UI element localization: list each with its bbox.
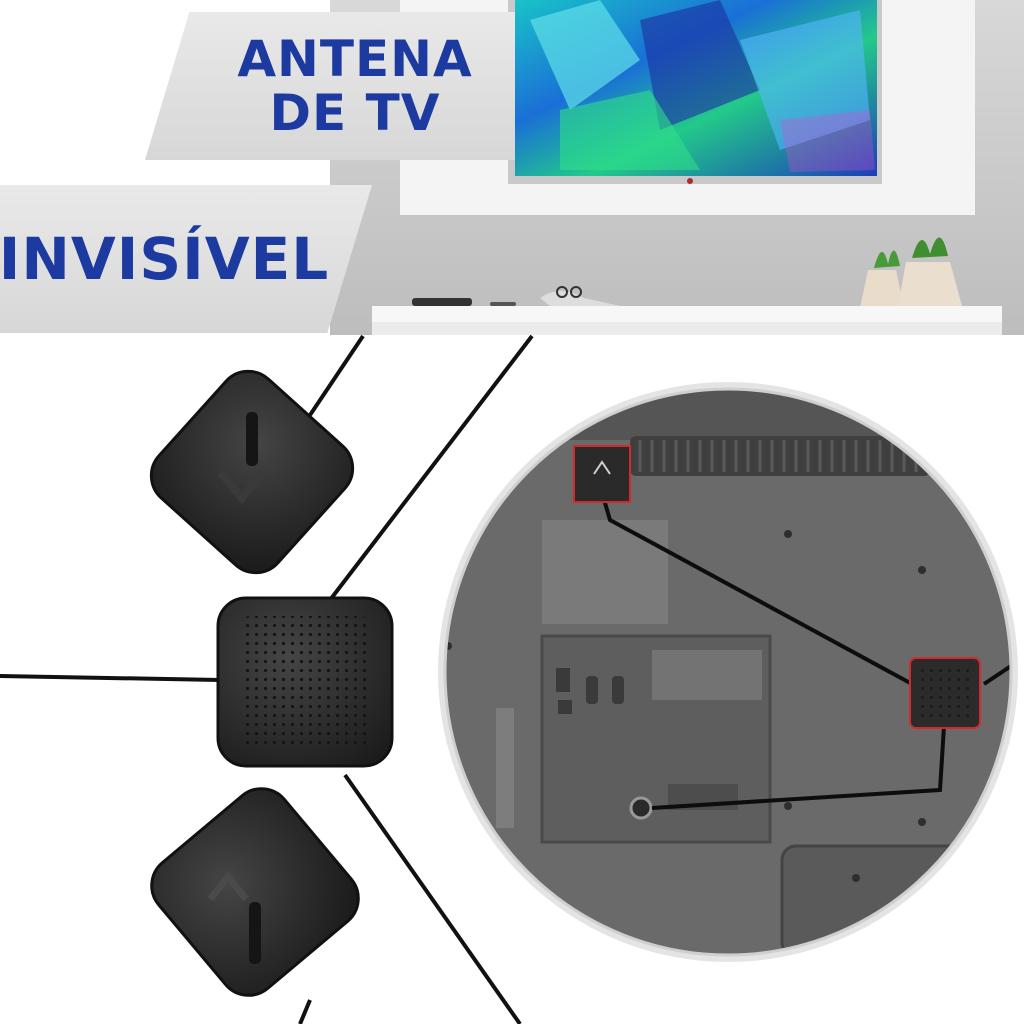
highlight-antenna-small: [573, 445, 631, 503]
antenna-cables: [0, 334, 534, 1024]
tv-rear-inset: [438, 382, 1018, 962]
living-room-photo: [330, 0, 1024, 335]
antenna-device-middle: [216, 596, 394, 768]
headline-line-1: ANTENA: [237, 30, 473, 88]
antenna-device-top: [149, 369, 355, 575]
headline-banner-bottom: INVISÍVEL: [0, 185, 372, 333]
antenna-logo-icon: [207, 871, 249, 902]
antenna-logo-icon: [216, 469, 268, 505]
headline-banner-top: ANTENA DE TV: [145, 12, 515, 160]
antenna-device-bottom: [150, 787, 360, 997]
headline-line-2: DE TV: [269, 84, 441, 142]
headline-line-3: INVISÍVEL: [0, 225, 330, 293]
highlight-antenna-large: [909, 657, 981, 729]
